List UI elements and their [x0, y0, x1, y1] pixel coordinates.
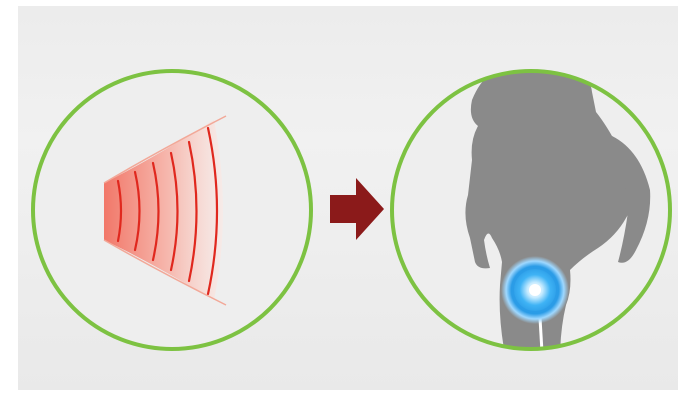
arrow-right-icon [330, 178, 384, 240]
glowing-target-icon [501, 256, 569, 324]
